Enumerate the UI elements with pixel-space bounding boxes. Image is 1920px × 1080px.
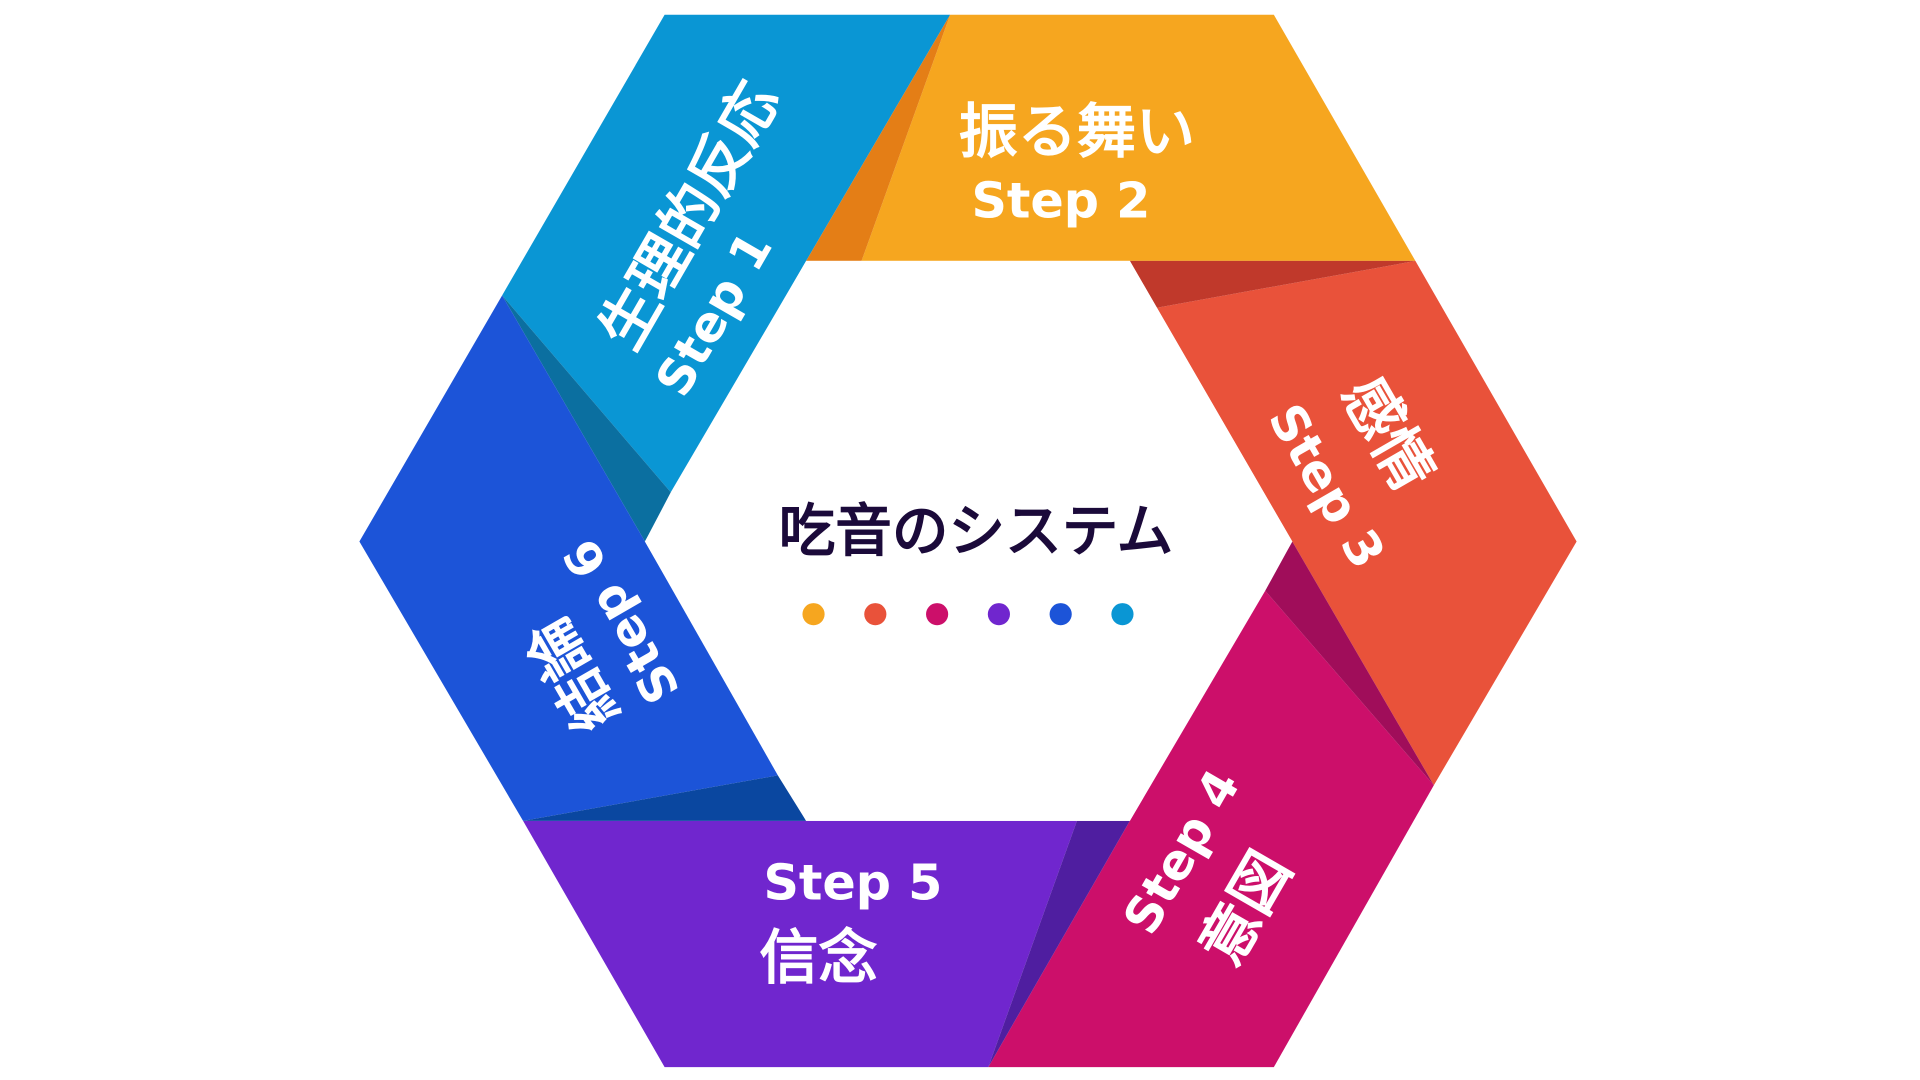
segment-step-5-shadow bbox=[988, 820, 1130, 1068]
segment-step-3-shadow bbox=[1129, 260, 1416, 308]
step-5-label: 信念 bbox=[759, 923, 877, 992]
segment-step-4-shadow bbox=[1265, 541, 1434, 786]
segment-step-6 bbox=[359, 295, 807, 821]
color-dots bbox=[802, 603, 1134, 626]
segment-step-5 bbox=[523, 820, 1130, 1068]
segment-step-5-fill bbox=[523, 820, 1077, 1068]
color-dot-5 bbox=[1049, 603, 1072, 626]
color-dot-3 bbox=[926, 603, 949, 626]
color-dot-6 bbox=[1111, 603, 1134, 626]
segment-step-4-fill bbox=[988, 590, 1434, 1068]
segment-step-3 bbox=[1129, 260, 1577, 786]
segment-step-6-shadow bbox=[523, 775, 807, 821]
color-dot-4 bbox=[987, 603, 1010, 626]
step-2-label: 振る舞い bbox=[959, 97, 1195, 166]
color-dot-2 bbox=[864, 603, 887, 626]
segment-step-4 bbox=[988, 541, 1434, 1068]
step-2-number: Step 2 bbox=[971, 172, 1150, 230]
diagram-title: 吃音のシステム bbox=[779, 499, 1174, 565]
segment-step-1-shadow bbox=[502, 295, 671, 542]
segment-step-2-fill bbox=[861, 14, 1416, 261]
color-dot-1 bbox=[802, 603, 825, 626]
segment-step-1 bbox=[502, 14, 951, 542]
center-hexagon bbox=[644, 260, 1293, 821]
segment-step-3-fill bbox=[1156, 260, 1577, 786]
segment-step-6-fill bbox=[359, 295, 778, 821]
segment-step-1-fill bbox=[502, 14, 951, 493]
step-5-number: Step 5 bbox=[763, 853, 942, 911]
